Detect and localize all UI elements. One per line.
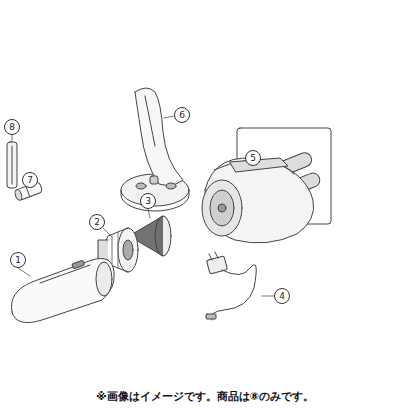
vacuum-body: [202, 158, 314, 243]
callout-text: 7: [27, 176, 33, 185]
callout-number: 3: [140, 193, 156, 209]
charger-part: [206, 252, 256, 320]
callout-number: 7: [22, 172, 38, 188]
tube-part: [7, 142, 17, 188]
callout-text: 5: [250, 154, 256, 163]
charging-stand: [121, 88, 189, 211]
note-text: ※画像はイメージです。商品は⑧のみです。: [94, 389, 316, 404]
callout-number: 5: [245, 150, 261, 166]
callout-text: 1: [15, 256, 21, 265]
nozzle-part: [11, 259, 114, 323]
callout-text: 4: [279, 292, 285, 301]
callout-number: 4: [274, 288, 290, 304]
callout-text: 8: [9, 123, 15, 132]
callout-number: 8: [4, 119, 20, 135]
callout-text: 2: [94, 218, 100, 227]
callout-number: 6: [174, 107, 190, 123]
callout-text: 6: [179, 111, 185, 120]
callout-number: 1: [10, 252, 26, 268]
callout-text: 3: [145, 197, 151, 206]
callout-number: 2: [89, 214, 105, 230]
